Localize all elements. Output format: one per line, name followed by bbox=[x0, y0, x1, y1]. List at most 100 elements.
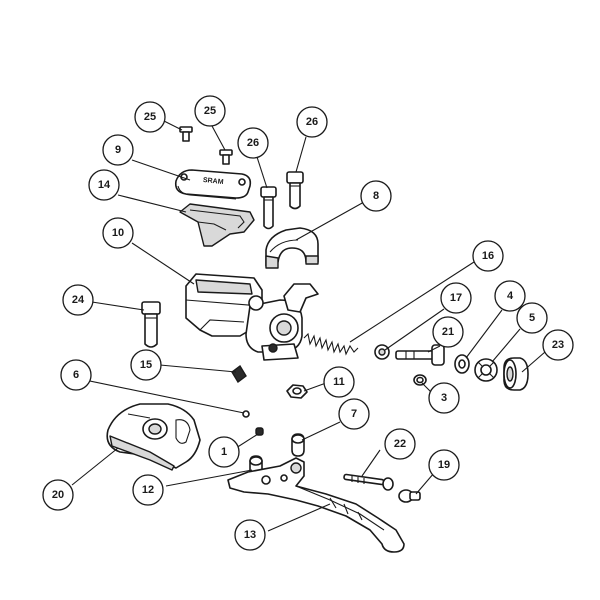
callout-26b: 26 bbox=[296, 106, 328, 138]
callout-number: 19 bbox=[438, 459, 450, 471]
callout-25a: 25 bbox=[134, 101, 166, 133]
callout-number: 1 bbox=[221, 446, 227, 458]
callout-number: 11 bbox=[333, 376, 345, 388]
callout-number: 25 bbox=[144, 111, 156, 123]
callout-21: 21 bbox=[432, 316, 464, 348]
leader-14 bbox=[117, 194, 187, 213]
leader-25a bbox=[161, 119, 183, 131]
part-20-lever-cover bbox=[106, 403, 201, 471]
callout-5: 5 bbox=[516, 302, 548, 334]
callout-7: 7 bbox=[338, 398, 370, 430]
callout-16: 16 bbox=[472, 240, 504, 272]
leader-26a bbox=[256, 156, 268, 189]
callout-15: 15 bbox=[130, 349, 162, 381]
part-9-reservoir-cap: SRAM bbox=[174, 169, 252, 200]
callout-number: 13 bbox=[244, 529, 256, 541]
callout-number: 7 bbox=[351, 408, 357, 420]
callout-circle bbox=[338, 398, 370, 430]
part-1-detent bbox=[255, 427, 264, 436]
leader-9 bbox=[131, 159, 191, 181]
callout-number: 20 bbox=[52, 489, 64, 501]
callout-number: 15 bbox=[140, 359, 152, 371]
callout-12: 12 bbox=[132, 474, 164, 506]
part-7-bushing bbox=[291, 433, 305, 457]
part-3-o-ring bbox=[413, 374, 427, 386]
leader-23 bbox=[521, 351, 546, 373]
part-6-ball bbox=[242, 410, 250, 418]
callout-circle bbox=[132, 474, 164, 506]
part-14-diaphragm bbox=[179, 203, 255, 247]
part-26-bolt-b bbox=[286, 171, 304, 210]
leader-10 bbox=[131, 242, 195, 285]
leader-1 bbox=[235, 433, 259, 449]
leader-lines bbox=[71, 119, 546, 532]
callout-number: 17 bbox=[450, 292, 462, 304]
leader-21 bbox=[427, 345, 441, 353]
callout-circle bbox=[428, 449, 460, 481]
callout-13: 13 bbox=[234, 519, 266, 551]
callout-1: 1 bbox=[208, 436, 240, 468]
callout-9: 9 bbox=[102, 134, 134, 166]
callout-19: 19 bbox=[428, 449, 460, 481]
callout-circle bbox=[42, 479, 74, 511]
callout-number: 3 bbox=[441, 392, 447, 404]
callout-22: 22 bbox=[384, 428, 416, 460]
part-26-bolt-a bbox=[260, 186, 277, 230]
leader-22 bbox=[361, 449, 381, 477]
part-25-screw-b bbox=[219, 149, 233, 165]
callout-circle bbox=[428, 382, 460, 414]
callout-11: 11 bbox=[323, 366, 355, 398]
callout-number: 10 bbox=[112, 227, 124, 239]
leader-15 bbox=[159, 364, 237, 373]
part-10-master-cylinder-body bbox=[185, 273, 319, 361]
callout-17: 17 bbox=[440, 282, 472, 314]
callout-circle bbox=[494, 280, 526, 312]
callout-number: 5 bbox=[529, 312, 535, 324]
leader-24 bbox=[91, 301, 145, 311]
part-5-retaining-clip bbox=[474, 358, 498, 382]
leader-12 bbox=[165, 469, 253, 487]
callout-circle bbox=[542, 329, 574, 361]
callout-circle bbox=[237, 127, 269, 159]
callout-number: 8 bbox=[373, 190, 379, 202]
callout-circle bbox=[440, 282, 472, 314]
leader-16 bbox=[349, 261, 475, 343]
part-13-brake-lever bbox=[227, 457, 405, 553]
callout-20: 20 bbox=[42, 479, 74, 511]
part-11-nut bbox=[286, 384, 308, 399]
callout-circle bbox=[194, 95, 226, 127]
part-4-washer bbox=[454, 354, 470, 374]
callout-circle bbox=[516, 302, 548, 334]
callout-4: 4 bbox=[494, 280, 526, 312]
callout-circle bbox=[384, 428, 416, 460]
leader-20 bbox=[71, 447, 119, 486]
callout-number: 26 bbox=[247, 137, 259, 149]
leader-13 bbox=[267, 503, 331, 532]
callout-circle bbox=[62, 284, 94, 316]
callout-8: 8 bbox=[360, 180, 392, 212]
part-23-boot bbox=[503, 357, 529, 391]
callout-circle bbox=[472, 240, 504, 272]
callout-circle bbox=[323, 366, 355, 398]
part-16-spring bbox=[303, 332, 359, 356]
leader-26b bbox=[295, 136, 307, 173]
callout-circle bbox=[60, 359, 92, 391]
callout-number: 26 bbox=[306, 116, 318, 128]
callout-circle bbox=[234, 519, 266, 551]
callout-number: 12 bbox=[142, 484, 154, 496]
callout-number: 22 bbox=[394, 438, 406, 450]
callout-number: 24 bbox=[72, 294, 85, 306]
callout-circle bbox=[102, 217, 134, 249]
callout-circle bbox=[130, 349, 162, 381]
part-22-reach-adjust-screw bbox=[343, 473, 394, 491]
callout-circle bbox=[208, 436, 240, 468]
leader-6 bbox=[84, 379, 245, 414]
part-24-bolt bbox=[141, 301, 161, 348]
callout-circle bbox=[88, 169, 120, 201]
leader-7 bbox=[301, 421, 341, 441]
callout-number: 25 bbox=[204, 105, 216, 117]
leader-25b bbox=[211, 125, 226, 151]
